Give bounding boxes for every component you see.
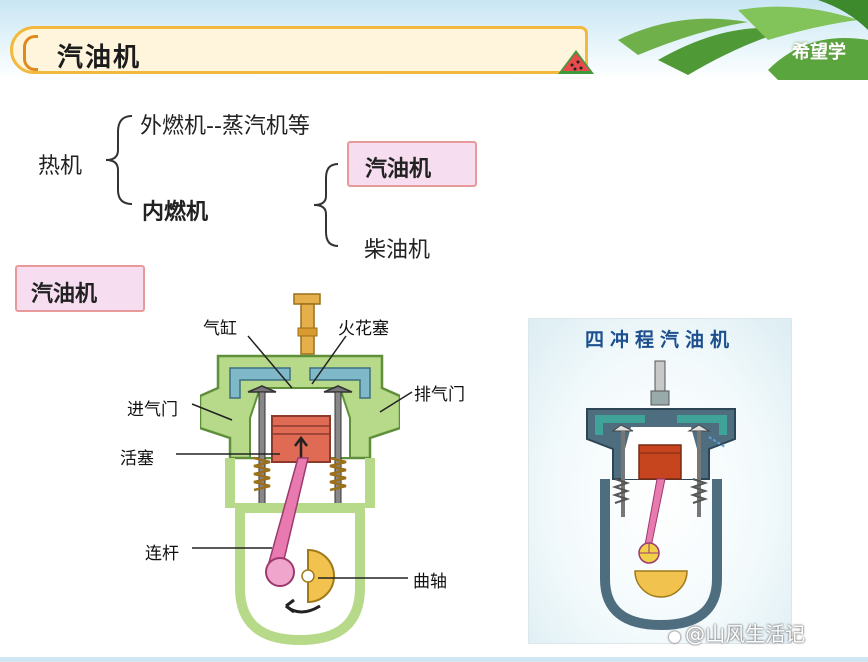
label-exhaust-valve: 排气门 bbox=[414, 385, 465, 405]
intake-spring bbox=[253, 456, 271, 492]
four-stroke-engine-diagram bbox=[586, 360, 736, 631]
bottom-rule bbox=[0, 657, 868, 662]
brace-right bbox=[313, 163, 339, 247]
footer-credit: ●@山风生活记 bbox=[668, 618, 805, 647]
brand-logo-text: 希望学 bbox=[792, 42, 846, 63]
exhaust-spring bbox=[329, 456, 347, 492]
spark-plug-top bbox=[293, 293, 321, 305]
palm-leaves-decoration bbox=[618, 0, 868, 80]
four-stroke-panel: 四冲程汽油机 bbox=[528, 318, 792, 644]
footer-credit-text: @山风生活记 bbox=[685, 622, 806, 646]
header-banner: 汽油机 希望学 bbox=[0, 0, 868, 80]
brace-left bbox=[105, 115, 133, 205]
scroll-curl-decoration bbox=[23, 35, 38, 71]
crankcase bbox=[235, 503, 365, 646]
paw-icon: ● bbox=[668, 627, 682, 645]
tree-gasoline-engine-box: 汽油机 bbox=[347, 141, 477, 187]
title-box: 汽油机 bbox=[10, 26, 588, 74]
tree-root-heat-engine: 热机 bbox=[38, 154, 83, 179]
label-spark-plug: 火花塞 bbox=[338, 319, 389, 339]
label-connecting-rod: 连杆 bbox=[145, 544, 179, 564]
exhaust-valve-stem bbox=[334, 391, 342, 513]
label-intake-valve: 进气门 bbox=[127, 400, 178, 420]
watermelon-icon bbox=[558, 50, 594, 74]
tree-external-combustion: 外燃机--蒸汽机等 bbox=[140, 114, 310, 139]
label-crankshaft: 曲轴 bbox=[413, 572, 447, 592]
engine-diagram bbox=[200, 293, 400, 646]
intake-valve-stem bbox=[258, 391, 266, 513]
up-arrow bbox=[294, 435, 308, 460]
tree-diesel-engine: 柴油机 bbox=[364, 238, 431, 263]
tree-internal-combustion: 内燃机 bbox=[142, 200, 209, 225]
page-title: 汽油机 bbox=[57, 43, 142, 73]
label-piston: 活塞 bbox=[120, 449, 154, 469]
panel-title: 四冲程汽油机 bbox=[584, 329, 735, 351]
label-cylinder: 气缸 bbox=[203, 319, 237, 339]
section-heading-gasoline: 汽油机 bbox=[15, 265, 145, 312]
